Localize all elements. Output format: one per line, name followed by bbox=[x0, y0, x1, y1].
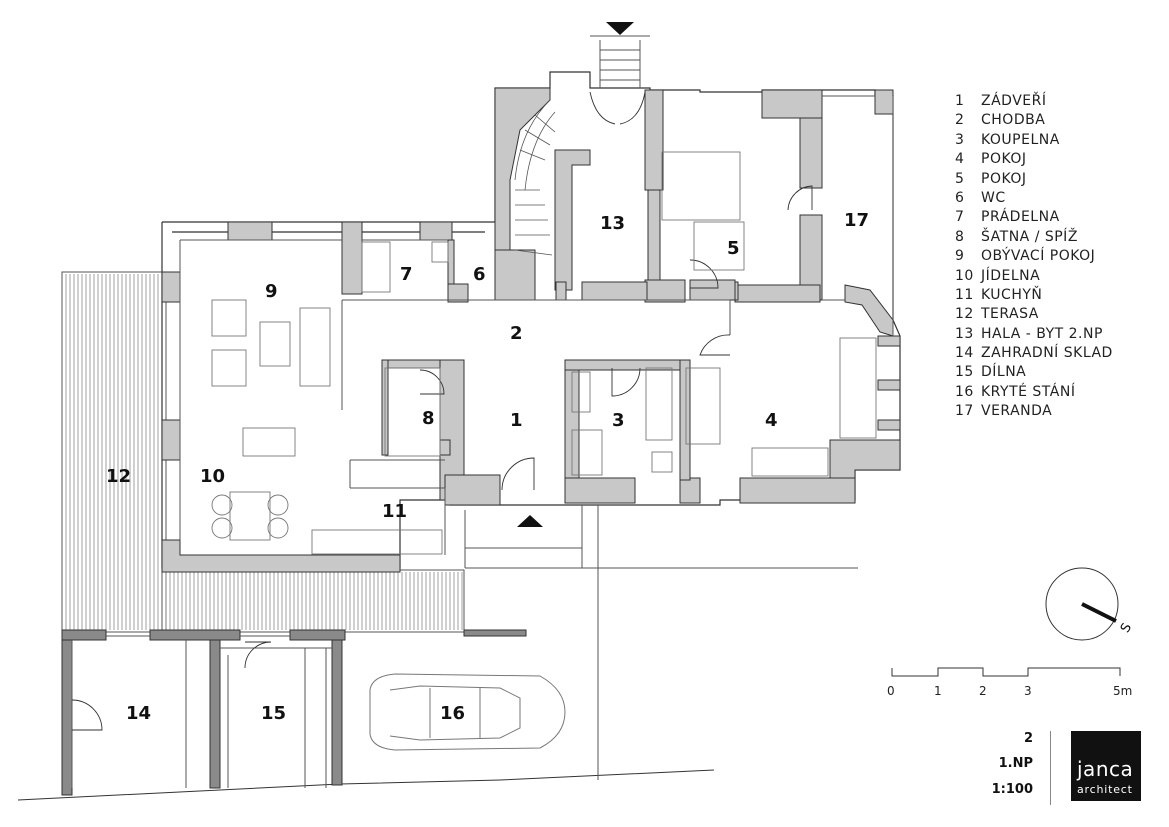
entrance-arrow-bottom bbox=[517, 515, 543, 527]
room-label: 4 bbox=[765, 410, 778, 431]
ground-line bbox=[17, 769, 715, 801]
room-label: 6 bbox=[473, 264, 486, 285]
room-label: 13 bbox=[600, 213, 625, 234]
sheet-number: 2 bbox=[1023, 731, 1033, 746]
car-outline bbox=[369, 673, 566, 751]
room-label: 11 bbox=[382, 501, 407, 522]
scale-bar bbox=[891, 667, 1121, 677]
room-label: 17 bbox=[844, 210, 869, 231]
north-compass: S bbox=[1045, 567, 1135, 641]
room-label: 9 bbox=[265, 281, 278, 302]
scale-label: 1:100 bbox=[991, 782, 1033, 797]
room-label: 2 bbox=[510, 323, 523, 344]
room-label: 15 bbox=[261, 703, 286, 724]
scale-tick: 3 bbox=[1024, 684, 1032, 698]
terrace-hatch bbox=[61, 271, 465, 633]
compass-label: S bbox=[1118, 621, 1135, 636]
room-label: 12 bbox=[106, 466, 131, 487]
room-labels: 1 2 3 4 5 6 7 8 9 10 11 12 13 14 15 16 1… bbox=[106, 210, 869, 724]
room-label: 14 bbox=[126, 703, 151, 724]
logo-subtitle: architect bbox=[1077, 783, 1133, 796]
doors bbox=[71, 91, 813, 731]
room-label: 1 bbox=[510, 410, 523, 431]
furniture bbox=[211, 151, 877, 555]
scale-tick: 2 bbox=[979, 684, 987, 698]
scale-tick: 0 bbox=[887, 684, 895, 698]
staircase bbox=[514, 99, 556, 256]
janca-architect-logo: janca architect bbox=[1071, 731, 1141, 801]
scale-tick: 1 bbox=[934, 684, 942, 698]
interior-lines bbox=[71, 35, 894, 788]
outbuilding-walls bbox=[61, 629, 527, 796]
floor-label: 1.NP bbox=[998, 756, 1033, 771]
room-label: 5 bbox=[727, 238, 740, 259]
logo-name: janca bbox=[1077, 757, 1134, 781]
room-label: 3 bbox=[612, 410, 625, 431]
title-divider bbox=[1050, 731, 1051, 805]
room-label: 7 bbox=[400, 264, 413, 285]
entrance-arrow-top bbox=[606, 22, 634, 35]
solid-walls bbox=[161, 87, 901, 573]
room-label: 8 bbox=[422, 408, 435, 429]
room-label: 10 bbox=[200, 466, 225, 487]
scale-tick: 5m bbox=[1113, 684, 1132, 698]
room-label: 16 bbox=[440, 703, 465, 724]
